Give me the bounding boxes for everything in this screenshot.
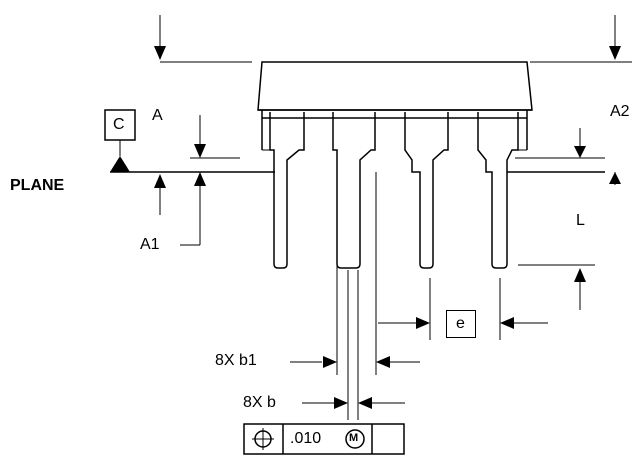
position-tolerance-icon: [252, 428, 274, 450]
datum-feature-symbol: [104, 109, 136, 172]
tolerance-value: .010: [290, 430, 322, 447]
datum-letter: C: [113, 116, 125, 133]
dim-b1-arrows: [290, 172, 420, 375]
lead-3: [404, 112, 449, 269]
dim-A-label: A: [152, 107, 163, 124]
dim-e-label: e: [456, 315, 465, 332]
dim-L-label: L: [576, 212, 585, 229]
dim-A2-lower-arrow: [574, 128, 586, 158]
dim-A1-arrow: [180, 115, 240, 246]
dim-A1-label: A1: [140, 236, 160, 253]
seating-plane-label: PLANE: [10, 177, 65, 194]
dim-b-arrows: [302, 270, 405, 420]
lead-2: [332, 112, 376, 269]
tolerance-modifier: M: [349, 432, 359, 444]
mmc-modifier-icon: [345, 429, 365, 449]
dim-L-arrow: [518, 264, 595, 310]
dim-e-arrows: [378, 278, 548, 340]
dim-A2-arrow: [609, 15, 621, 185]
dim-e-box: e: [446, 310, 476, 338]
dim-b-label: 8X b: [243, 394, 276, 411]
dim-b1-label: 8X b1: [215, 352, 257, 369]
package-body: [257, 61, 533, 151]
lead-1: [269, 112, 305, 269]
feature-control-frame: [243, 423, 405, 455]
lead-4: [477, 112, 519, 269]
dim-A2-label: A2: [610, 103, 630, 120]
dim-A-arrow: [154, 15, 166, 215]
